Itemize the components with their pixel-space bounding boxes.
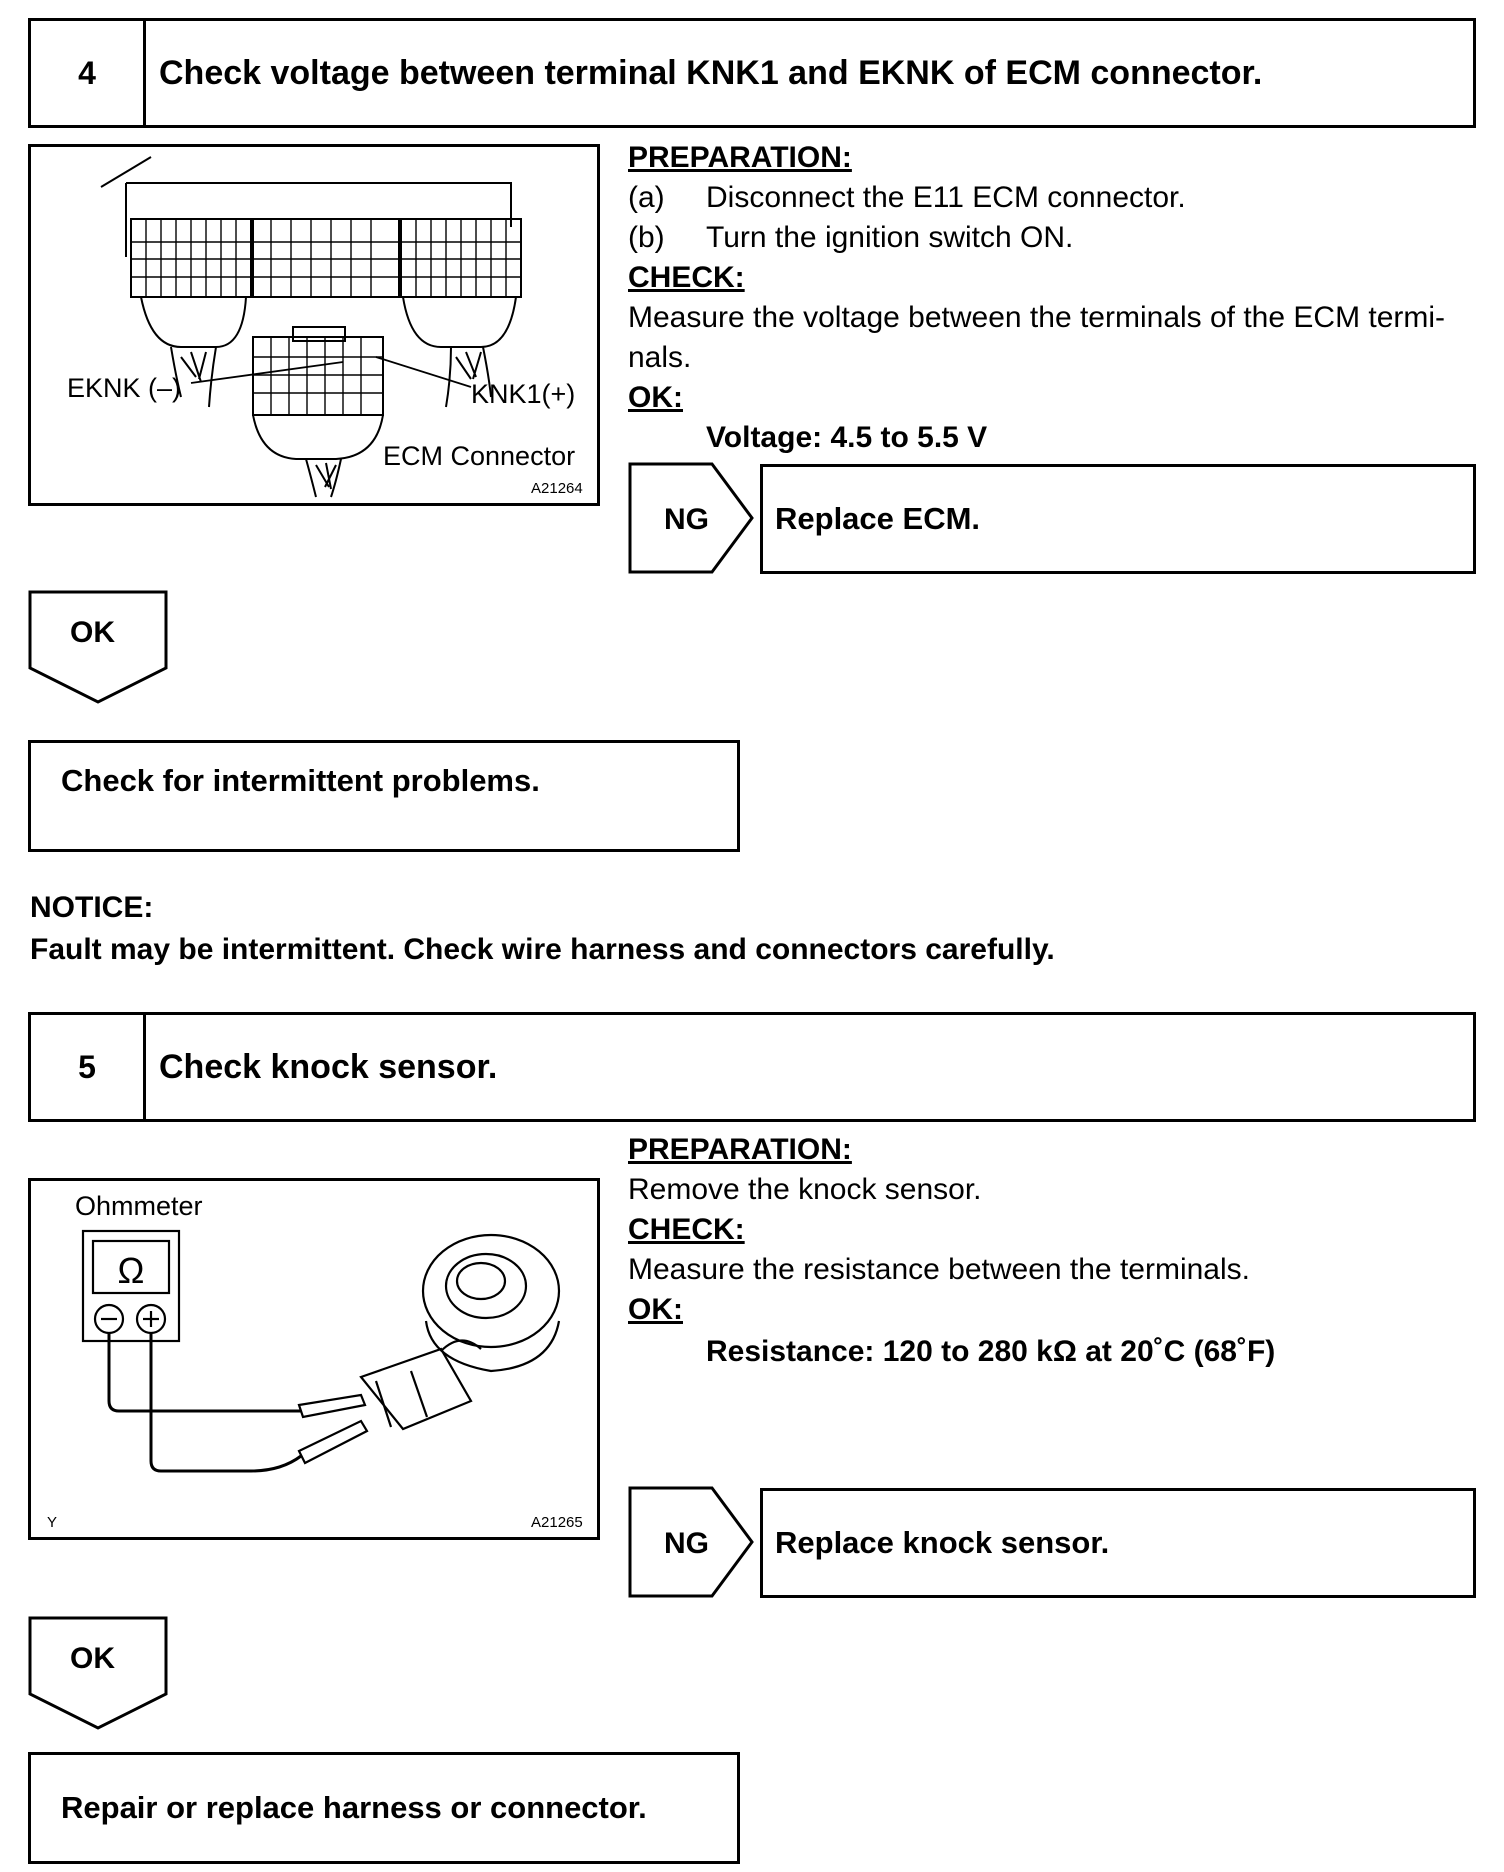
step4-ok-value: Voltage: 4.5 to 5.5 V bbox=[706, 421, 988, 454]
step5-ng-action: Replace knock sensor. bbox=[775, 1525, 1110, 1560]
ohm-icon: Ω bbox=[118, 1250, 145, 1291]
step4-ng-action: Replace ECM. bbox=[775, 501, 981, 536]
step4-header: 4 Check voltage between terminal KNK1 an… bbox=[28, 18, 1476, 128]
step4-ng-arrow: NG bbox=[628, 462, 754, 574]
step5-check-label: CHECK: bbox=[628, 1213, 745, 1246]
step4-prep-a-text: Disconnect the E11 ECM connector. bbox=[706, 181, 1186, 214]
step4-ok-arrow-label: OK bbox=[70, 616, 115, 649]
corner-mark: Y bbox=[47, 1514, 57, 1531]
step5-ok-action-box: Repair or replace harness or connector. bbox=[28, 1752, 740, 1864]
step4-check-line1: Measure the voltage between the terminal… bbox=[628, 301, 1446, 334]
step4-check-line2: nals. bbox=[628, 341, 692, 374]
step5-header: 5 Check knock sensor. bbox=[28, 1012, 1476, 1122]
step4-number: 4 bbox=[31, 21, 146, 125]
step4-ok-label: OK: bbox=[628, 381, 683, 414]
step5-ok-label: OK: bbox=[628, 1293, 683, 1326]
ecm-connector-label: ECM Connector bbox=[383, 441, 575, 471]
ecm-connector-illustration: EKNK (–) KNK1(+) ECM Connector A21264 bbox=[67, 156, 583, 498]
step5-ng-action-box: Replace knock sensor. bbox=[760, 1488, 1476, 1598]
step4-figure: EKNK (–) KNK1(+) ECM Connector A21264 bbox=[28, 144, 600, 506]
step4-title: Check voltage between terminal KNK1 and … bbox=[159, 53, 1263, 92]
eknk-label: EKNK (–) bbox=[67, 373, 181, 403]
step5-ng-arrow: NG bbox=[628, 1486, 754, 1598]
step4-ng-label: NG bbox=[664, 503, 709, 536]
step5-ok-value: Resistance: 120 to 280 kΩ at 20˚C (68˚F) bbox=[706, 1335, 1276, 1368]
step4-ok-action-box: Check for intermittent problems. bbox=[28, 740, 740, 852]
knock-sensor-illustration: Ohmmeter Ω Y A21265 bbox=[47, 1191, 583, 1531]
step4-ng-action-box: Replace ECM. bbox=[760, 464, 1476, 574]
step5-ok-arrow: OK bbox=[28, 1616, 168, 1730]
step4-prep-b-marker: (b) bbox=[628, 221, 665, 254]
step5-ok-action: Repair or replace harness or connector. bbox=[61, 1790, 647, 1825]
step4-prep-b-text: Turn the ignition switch ON. bbox=[706, 221, 1074, 254]
figure-id: A21264 bbox=[531, 480, 583, 497]
step5-prep-text: Remove the knock sensor. bbox=[628, 1173, 982, 1206]
step4-ok-action: Check for intermittent problems. bbox=[61, 763, 540, 798]
step5-preparation-label: PREPARATION: bbox=[628, 1133, 852, 1166]
step5-figure: Ohmmeter Ω Y A21265 bbox=[28, 1178, 600, 1540]
knk1-label: KNK1(+) bbox=[471, 379, 575, 409]
step5-number: 5 bbox=[31, 1015, 146, 1119]
step5-title: Check knock sensor. bbox=[159, 1047, 498, 1086]
step5-ng-label: NG bbox=[664, 1527, 709, 1560]
step4-prep-a-marker: (a) bbox=[628, 181, 665, 214]
notice-label: NOTICE: bbox=[30, 891, 154, 924]
ohmmeter-label: Ohmmeter bbox=[75, 1191, 203, 1221]
notice-text: Fault may be intermittent. Check wire ha… bbox=[30, 933, 1055, 966]
step4-ok-arrow: OK bbox=[28, 590, 168, 704]
step4-check-label: CHECK: bbox=[628, 261, 745, 294]
step5-ok-arrow-label: OK bbox=[70, 1642, 115, 1675]
figure-id: A21265 bbox=[531, 1514, 583, 1531]
step5-check-text: Measure the resistance between the termi… bbox=[628, 1253, 1250, 1286]
step4-preparation-label: PREPARATION: bbox=[628, 141, 852, 174]
